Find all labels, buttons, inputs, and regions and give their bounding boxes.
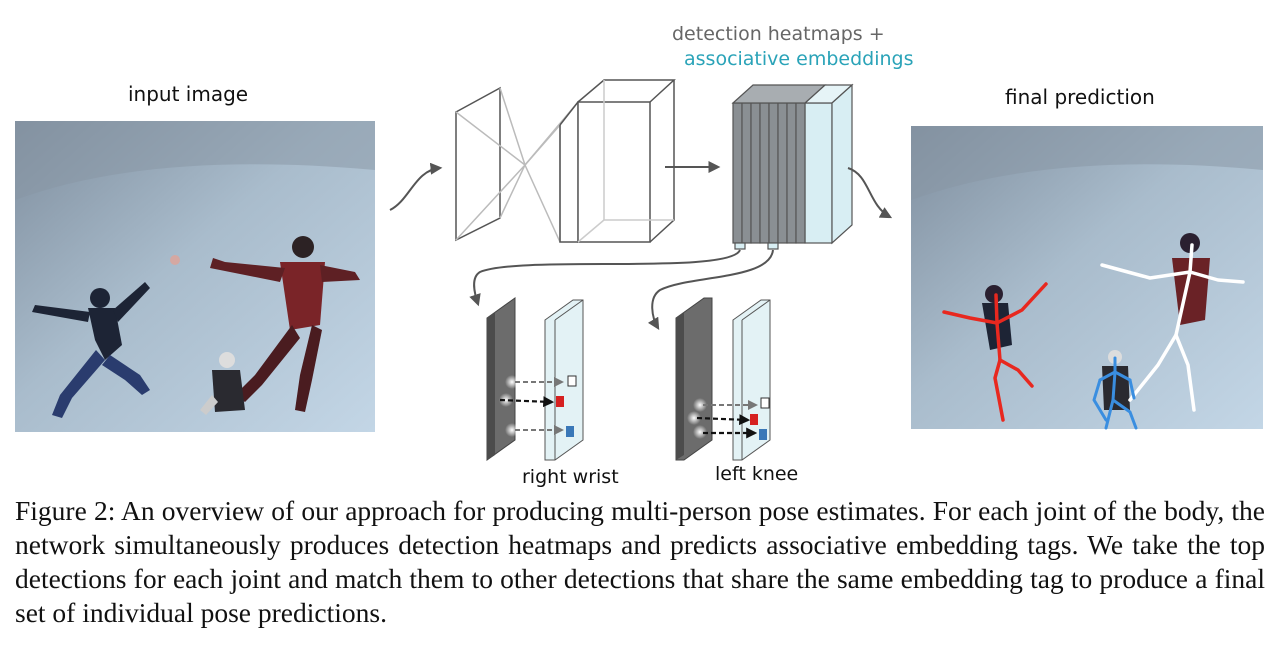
arrow-to-left-knee xyxy=(647,249,774,331)
detection-heatmaps-label: detection heatmaps + xyxy=(672,23,885,45)
left-knee-label: left knee xyxy=(715,463,799,485)
figure-graphic xyxy=(15,79,1263,461)
arrow-to-network xyxy=(389,162,443,211)
associative-embeddings-label: associative embeddings xyxy=(684,48,914,70)
arrow-to-prediction xyxy=(847,167,893,219)
right-wrist-maps xyxy=(486,297,584,461)
figure-caption: Figure 2: An overview of our approach fo… xyxy=(15,495,1265,628)
final-prediction-label: final prediction xyxy=(1005,85,1155,109)
hourglass-network xyxy=(455,79,676,243)
output-stack xyxy=(731,83,854,250)
input-image-label: input image xyxy=(128,82,249,106)
left-knee-maps xyxy=(675,297,771,461)
input-image xyxy=(15,121,375,432)
right-wrist-label: right wrist xyxy=(522,466,619,488)
final-prediction-image xyxy=(911,126,1263,430)
arrow-to-right-wrist xyxy=(469,249,741,307)
